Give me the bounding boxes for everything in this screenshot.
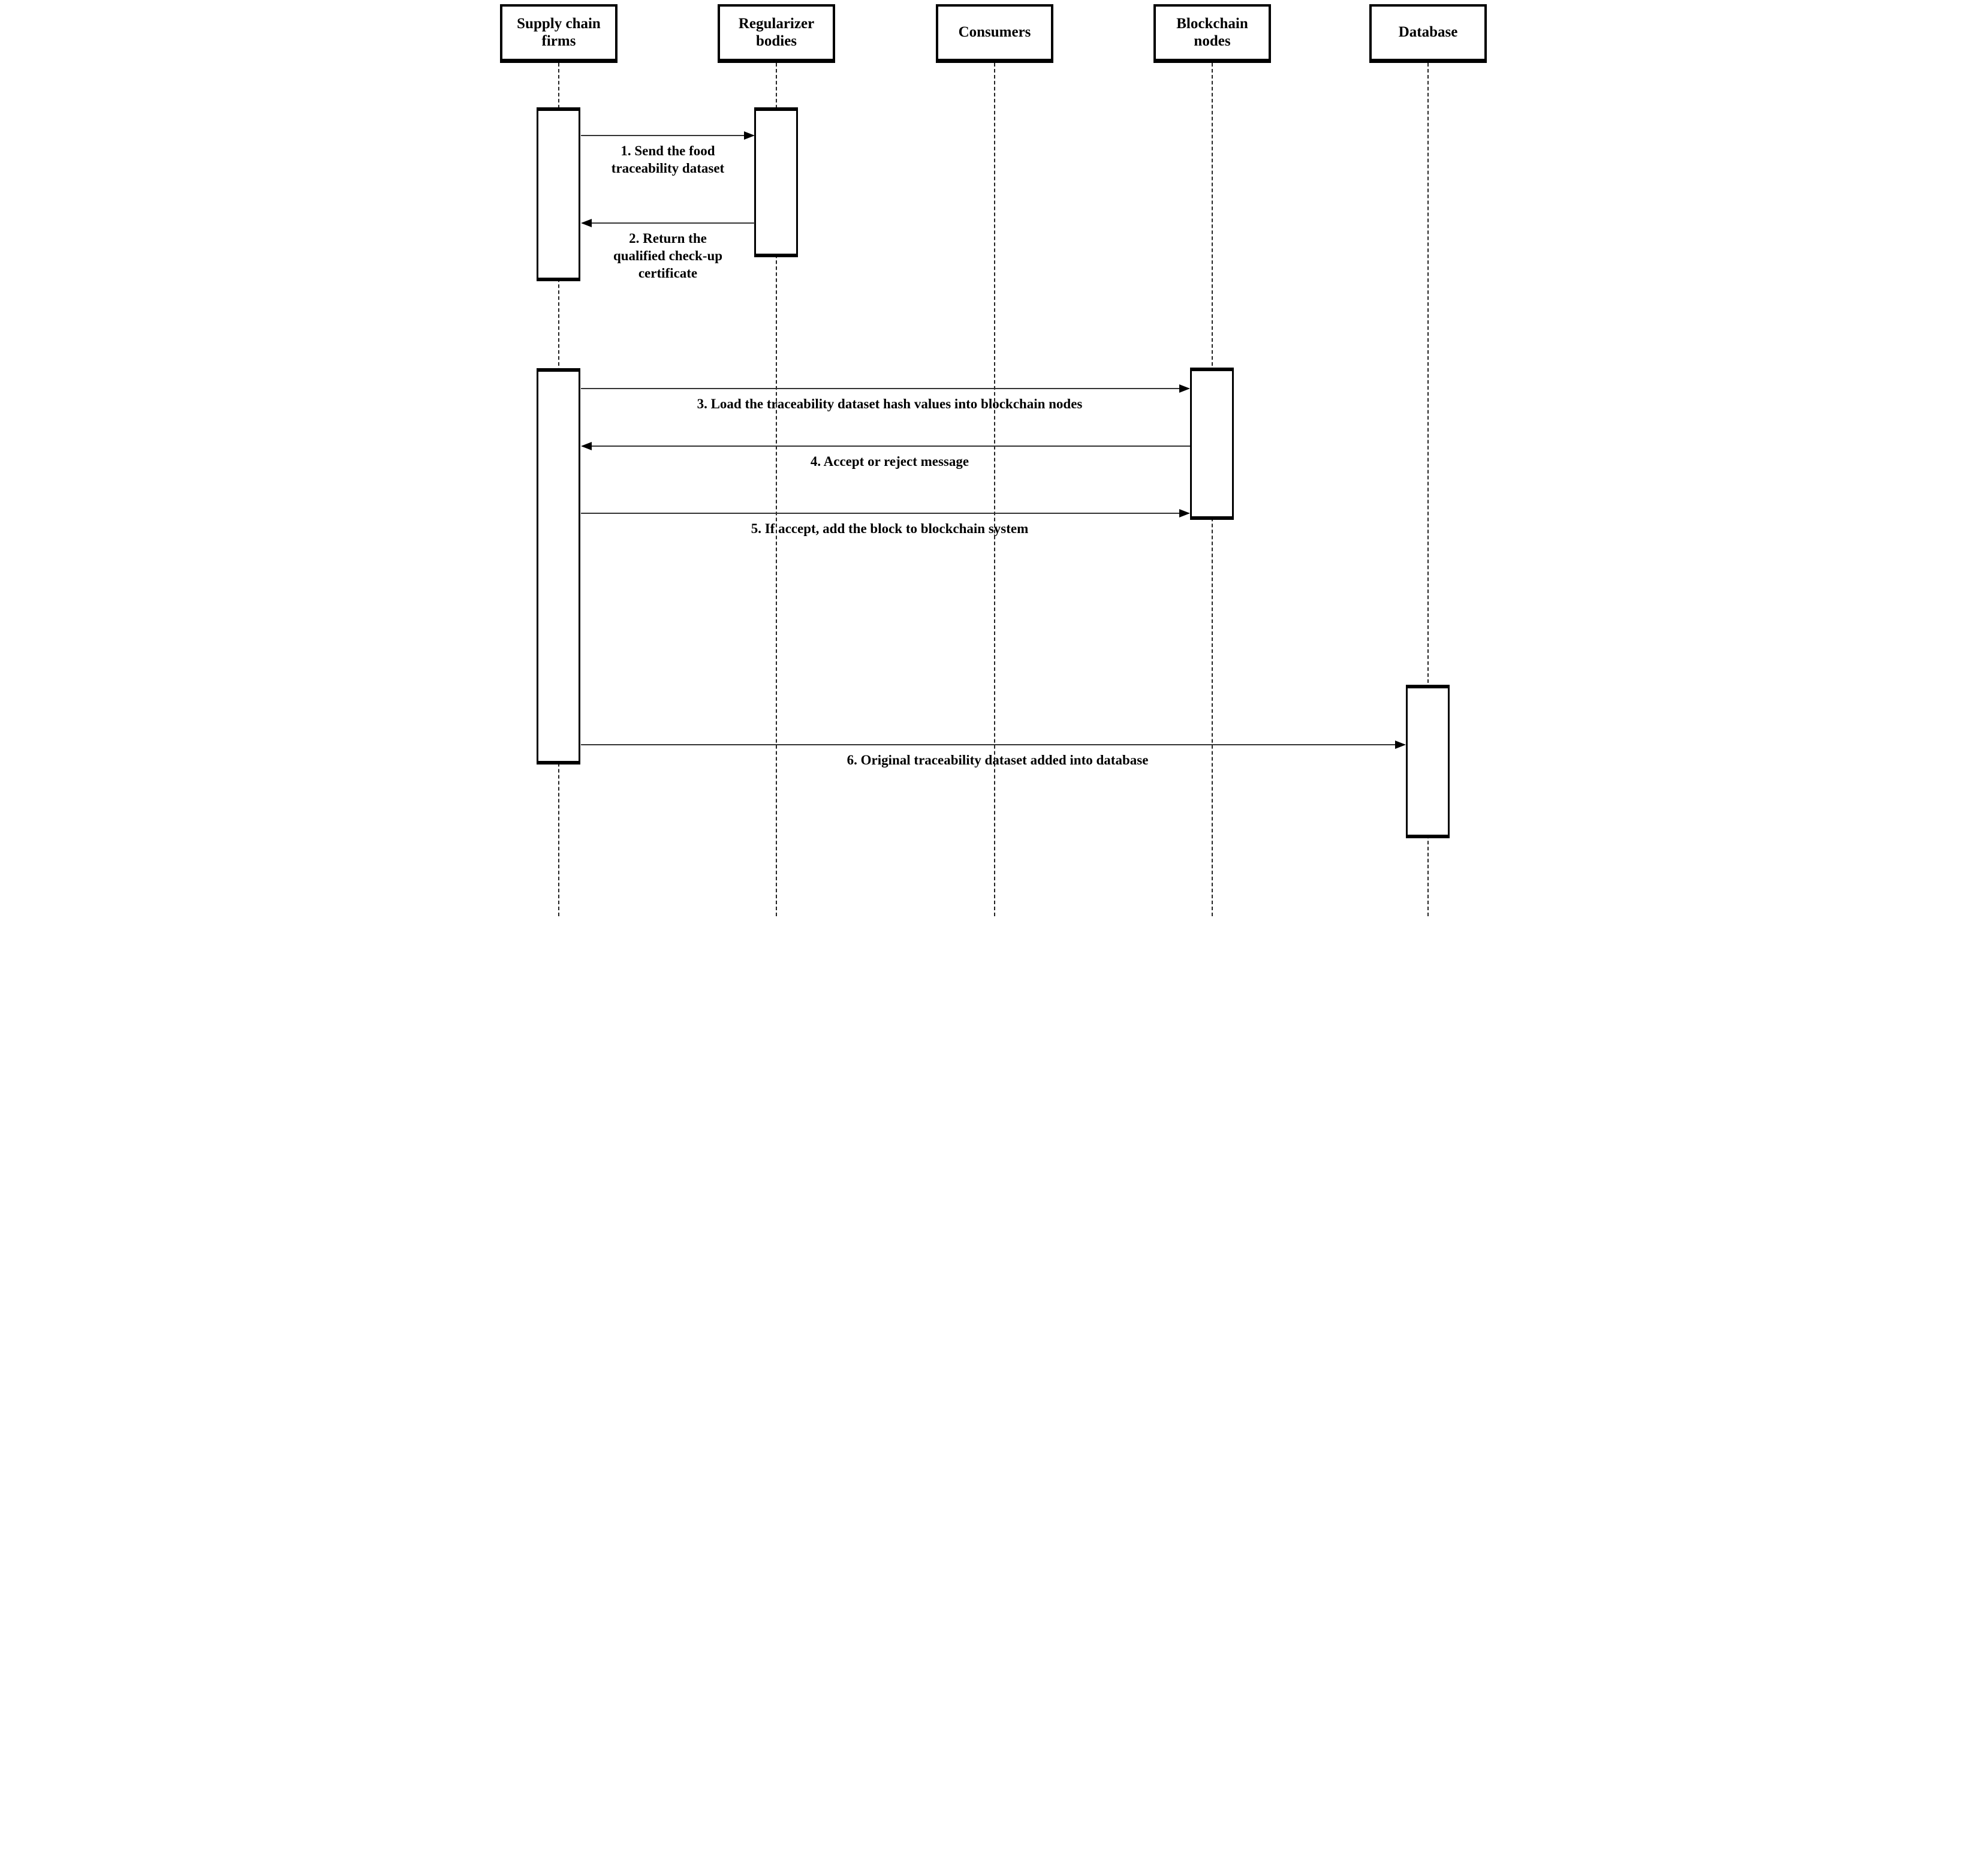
actor-label: Database [1398, 24, 1458, 41]
actor-label: Regularizer bodies [738, 15, 815, 49]
message-label-4: 4. Accept or reject message [810, 454, 969, 469]
actor-box-regularizer-bodies: Regularizer bodies [718, 4, 835, 63]
message-label-2: 2. Return the qualified check-up certifi… [613, 231, 723, 281]
arrowhead-icon [744, 131, 755, 140]
message-label-6: 6. Original traceability dataset added i… [847, 753, 1149, 768]
lifeline-consumers [994, 63, 995, 916]
message-arrow-2 [581, 219, 755, 227]
message-arrow-1 [581, 131, 755, 140]
activation-supply-chain-firms-1 [537, 107, 580, 281]
arrow-line [581, 513, 1189, 514]
lifeline-database [1427, 63, 1429, 916]
message-label-1: 1. Send the food traceability dataset [611, 143, 725, 176]
message-arrow-5 [581, 509, 1190, 517]
sequence-diagram: Supply chain firms Regularizer bodies Co… [497, 0, 1491, 927]
arrowhead-icon [1179, 384, 1190, 393]
message-arrow-4 [581, 442, 1190, 450]
actor-box-database: Database [1369, 4, 1487, 63]
actor-label: Consumers [958, 24, 1031, 41]
lifeline-regularizer-bodies [776, 63, 777, 916]
message-arrow-3 [581, 384, 1190, 393]
arrow-line [581, 135, 754, 136]
actor-box-supply-chain-firms: Supply chain firms [500, 4, 618, 63]
arrowhead-icon [581, 219, 592, 227]
actor-box-consumers: Consumers [936, 4, 1053, 63]
actor-box-blockchain-nodes: Blockchain nodes [1153, 4, 1271, 63]
actor-label: Supply chain firms [517, 15, 601, 49]
arrow-line [581, 744, 1405, 745]
arrow-line [581, 388, 1189, 389]
activation-regularizer-bodies [754, 107, 798, 257]
activation-blockchain-nodes [1190, 368, 1234, 520]
message-label-5: 5. If accept, add the block to blockchai… [751, 521, 1029, 536]
arrowhead-icon [1395, 741, 1406, 749]
arrowhead-icon [581, 442, 592, 450]
arrowhead-icon [1179, 509, 1190, 517]
message-arrow-6 [581, 741, 1406, 749]
arrow-line [582, 446, 1190, 447]
activation-database [1406, 685, 1450, 838]
activation-supply-chain-firms-2 [537, 368, 580, 765]
message-label-3: 3. Load the traceability dataset hash va… [697, 396, 1083, 411]
actor-label: Blockchain nodes [1176, 15, 1248, 49]
arrow-line [582, 222, 755, 224]
